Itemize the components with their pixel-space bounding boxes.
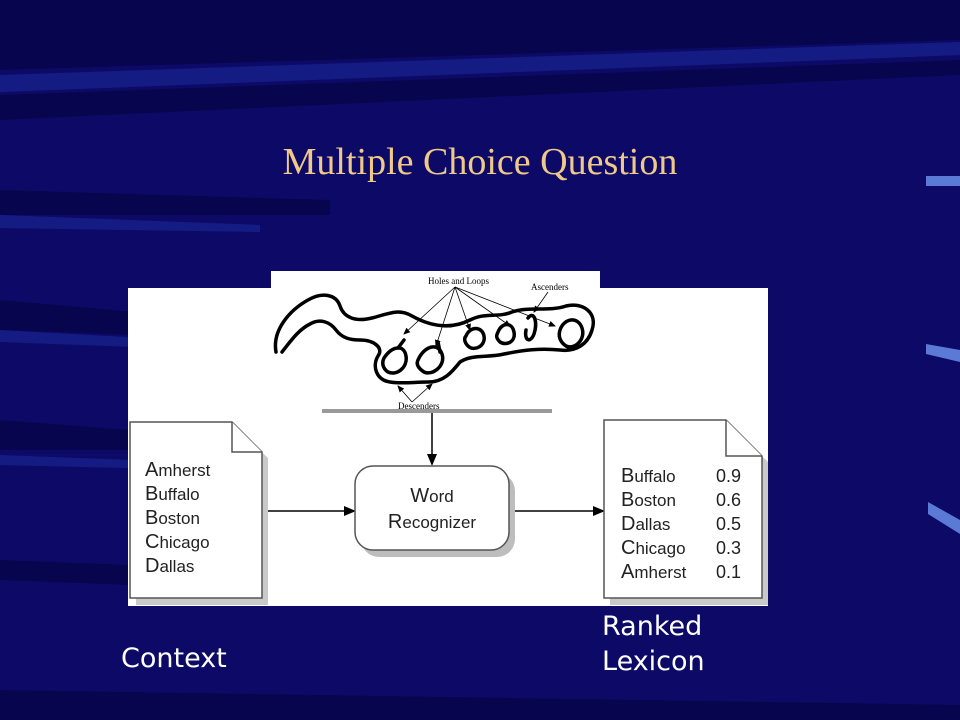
slide-title: Multiple Choice Question (282, 141, 678, 183)
ranked-lexicon-document: Buffalo Boston Dallas Chicago Amherst 0.… (603, 419, 768, 605)
context-document: Amherst Buffalo Boston Chicago Dallas (129, 421, 268, 605)
svg-text:Chicago: Chicago (621, 537, 686, 559)
svg-text:Recognizer: Recognizer (388, 511, 477, 533)
accent-dashes (926, 176, 960, 534)
svg-text:Ascenders: Ascenders (531, 282, 569, 292)
svg-text:Amherst: Amherst (145, 459, 211, 481)
svg-text:0.5: 0.5 (716, 514, 741, 534)
svg-text:0.3: 0.3 (716, 538, 741, 558)
baseline-bar (322, 409, 552, 413)
svg-text:0.6: 0.6 (716, 490, 741, 510)
handwriting-panel (271, 271, 600, 411)
ranked-caption-line2: Lexicon (602, 646, 705, 677)
svg-text:Boston: Boston (621, 489, 676, 511)
svg-text:Buffalo: Buffalo (145, 483, 200, 505)
word-recognizer-box: Word Recognizer (354, 465, 515, 557)
svg-text:Amherst: Amherst (621, 561, 687, 583)
svg-text:0.1: 0.1 (716, 562, 741, 582)
svg-text:0.9: 0.9 (716, 466, 741, 486)
handwritten-word (273, 293, 596, 385)
svg-text:Chicago: Chicago (145, 531, 210, 553)
handwriting-annotations: Holes and Loops Ascenders Descenders (397, 276, 569, 411)
svg-text:Holes and Loops: Holes and Loops (428, 276, 489, 286)
svg-text:Dallas: Dallas (621, 513, 670, 535)
ranked-lexicon-caption: Ranked Lexicon (602, 609, 705, 679)
ranked-caption-line1: Ranked (602, 611, 703, 642)
svg-text:Descenders: Descenders (398, 401, 440, 411)
svg-text:Boston: Boston (145, 507, 200, 529)
svg-text:Dallas: Dallas (145, 555, 194, 577)
svg-text:Buffalo: Buffalo (621, 465, 676, 487)
context-caption: Context (121, 643, 227, 674)
svg-text:Word: Word (410, 485, 453, 507)
